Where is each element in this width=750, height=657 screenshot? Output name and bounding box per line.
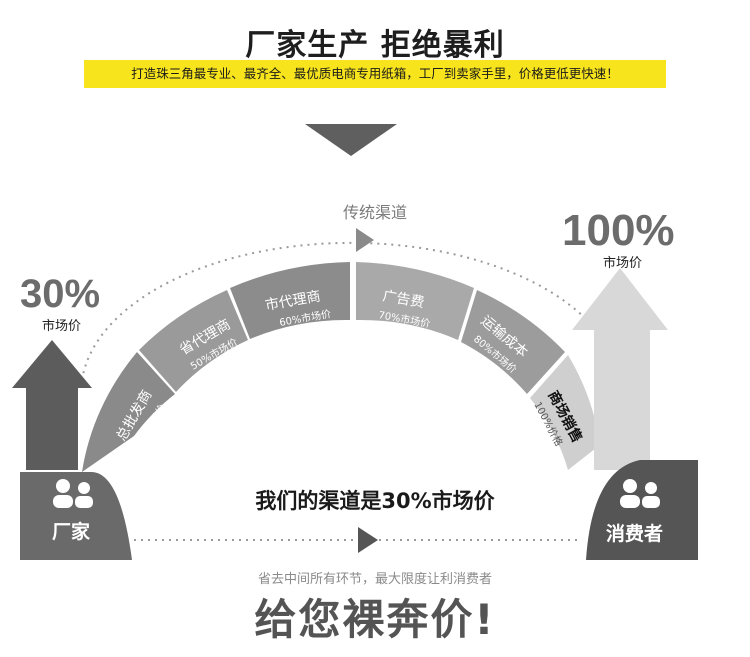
factory-block [20,471,132,560]
right-percent-sub: 市场价 [603,256,643,271]
arch-segment-1 [82,352,175,472]
factory-label: 厂家 [52,520,91,543]
right-percent: 100% [562,206,675,255]
arch-segment-3 [230,262,350,339]
subline: 省去中间所有环节，最大限度让利消费者 [257,572,492,587]
outer-dotted-arc [81,241,621,381]
consumer-label: 消费者 [606,522,663,545]
left-percent-sub: 市场价 [42,319,82,334]
page-title: 厂家生产 拒绝暴利 [245,28,505,63]
consumer-block [586,460,698,560]
arch-segment-5 [461,290,565,394]
down-arrow-icon [305,124,397,156]
channel-label: 传统渠道 [342,203,407,222]
arch-segment-2 [139,290,248,392]
left-percent: 30% [20,272,101,316]
consumer-people-icon [620,479,660,508]
left-up-arrow-icon [12,340,92,470]
arch-segment-4 [356,262,474,340]
segment-4-name: 广告费 [381,288,425,311]
factory-people-icon [53,479,93,508]
arch-segments [82,262,600,472]
right-up-arrow-icon [572,268,668,470]
arch-segment-6 [530,355,600,470]
slogan: 给您裸奔价! [254,595,496,644]
yellow-banner: 打造珠三角最专业、最齐全、最优质电商专用纸箱，工厂到卖家手里，价格更低更快速！ [84,60,666,88]
tagline: 我们的渠道是30%市场价 [255,489,495,513]
arc-arrow-icon [356,228,374,252]
bottom-arrow-icon [358,527,378,553]
